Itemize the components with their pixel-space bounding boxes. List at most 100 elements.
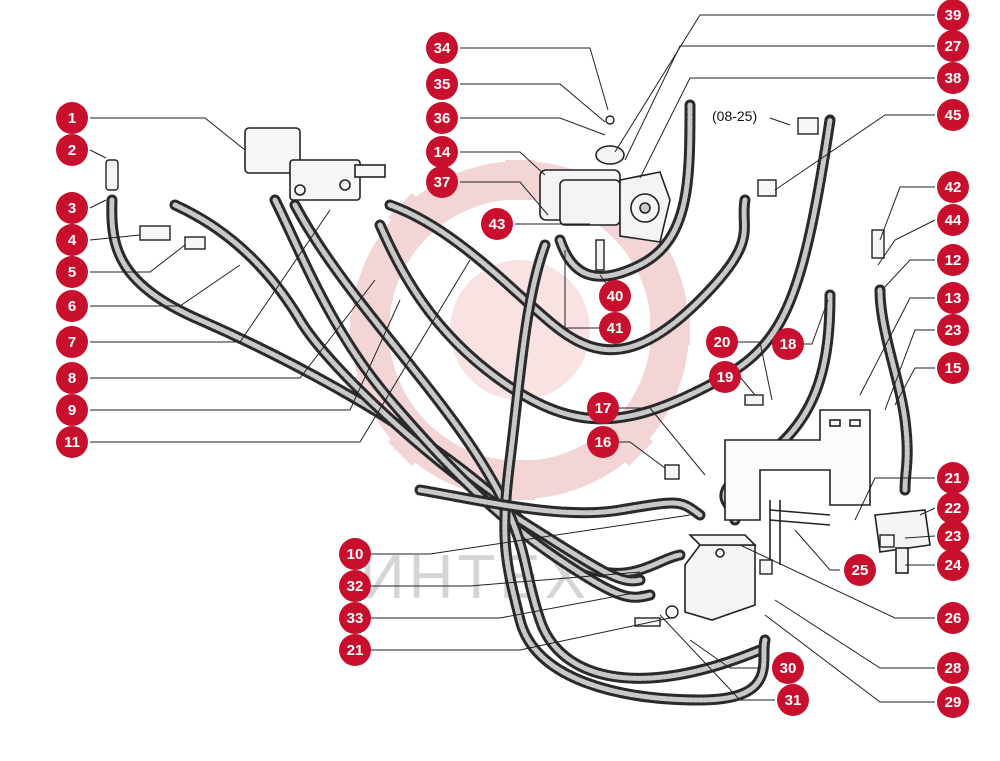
- callout-44: 44: [937, 204, 969, 236]
- callout-label: 2: [68, 142, 76, 159]
- callout-4: 4: [56, 224, 88, 256]
- hose-8: [272, 197, 653, 600]
- hose-9: [377, 117, 833, 422]
- hydraulic-pump: [539, 145, 671, 243]
- callout-2: 2: [56, 134, 88, 166]
- callout-31: 31: [777, 684, 809, 716]
- callout-11: 11: [56, 426, 88, 458]
- callout-30: 30: [772, 652, 804, 684]
- callout-42: 42: [937, 171, 969, 203]
- callout-label: 36: [434, 110, 451, 127]
- callout-label: 13: [945, 290, 962, 307]
- callout-18: 18: [772, 328, 804, 360]
- pipe-25: [769, 500, 831, 565]
- callout-label: 17: [595, 400, 612, 417]
- callout-41: 41: [599, 312, 631, 344]
- callout-9: 9: [56, 394, 88, 426]
- callout-20: 20: [706, 326, 738, 358]
- callout-label: 25: [852, 562, 869, 579]
- callout-label: 20: [714, 334, 731, 351]
- callout-43: 43: [481, 208, 513, 240]
- callout-label: 28: [945, 660, 962, 677]
- callout-36: 36: [426, 102, 458, 134]
- callout-label: 26: [945, 610, 962, 627]
- callout-12: 12: [937, 244, 969, 276]
- callout-23-upper: 23: [937, 314, 969, 346]
- callout-label: 15: [945, 360, 962, 377]
- callout-label: 31: [785, 692, 802, 709]
- callout-label: 12: [945, 252, 962, 269]
- callout-label: 30: [780, 660, 797, 677]
- callout-33: 33: [339, 602, 371, 634]
- callout-label: 11: [64, 434, 80, 451]
- callout-13: 13: [937, 282, 969, 314]
- callout-label: 35: [434, 76, 451, 93]
- callout-7: 7: [56, 326, 88, 358]
- fittings: [105, 115, 895, 627]
- distribution-block: [684, 534, 757, 621]
- callout-label: 7: [68, 334, 76, 351]
- callout-label: 34: [434, 40, 451, 57]
- callout-label: 4: [68, 232, 77, 249]
- callout-label: 9: [68, 402, 76, 419]
- callout-35: 35: [426, 68, 458, 100]
- hose-10b: [417, 487, 703, 518]
- callout-label: 5: [68, 264, 76, 281]
- callout-label: 40: [607, 288, 624, 305]
- callout-32: 32: [339, 570, 371, 602]
- callout-37: 37: [426, 166, 458, 198]
- callout-label: 6: [68, 298, 76, 315]
- callout-label: 24: [945, 557, 962, 574]
- callout-38: 38: [937, 62, 969, 94]
- callout-15: 15: [937, 352, 969, 384]
- callout-label: 14: [434, 144, 451, 161]
- callout-label: 43: [489, 216, 506, 233]
- callout-6: 6: [56, 290, 88, 322]
- callout-27: 27: [937, 30, 969, 62]
- revision-note: (08-25): [712, 108, 757, 124]
- callout-label: 23: [945, 528, 962, 545]
- callout-21-right: 21: [937, 462, 969, 494]
- control-valve-assembly: [244, 127, 386, 201]
- callout-39: 39: [937, 0, 969, 31]
- callout-17: 17: [587, 392, 619, 424]
- callout-24: 24: [937, 549, 969, 581]
- callout-label: 29: [945, 694, 962, 711]
- callout-5: 5: [56, 256, 88, 288]
- callout-45: 45: [937, 99, 969, 131]
- callout-8: 8: [56, 362, 88, 394]
- mounting-bracket: [724, 409, 871, 521]
- callout-label: 22: [945, 500, 962, 517]
- callout-19: 19: [709, 361, 741, 393]
- callout-label: 1: [68, 110, 76, 127]
- callout-40: 40: [599, 280, 631, 312]
- callout-label: 16: [595, 434, 612, 451]
- callout-25: 25: [844, 554, 876, 586]
- callout-label: 37: [434, 174, 451, 191]
- hose-group: [106, 99, 913, 706]
- callout-label: 21: [945, 470, 962, 487]
- callout-label: 33: [347, 610, 364, 627]
- callout-29: 29: [937, 686, 969, 718]
- callout-label: 19: [717, 369, 734, 386]
- hose-27: [557, 102, 693, 279]
- hose-11: [292, 202, 763, 681]
- callout-1: 1: [56, 102, 88, 134]
- callout-3: 3: [56, 192, 88, 224]
- callout-34: 34: [426, 32, 458, 64]
- callout-26: 26: [937, 602, 969, 634]
- callout-22: 22: [937, 492, 969, 524]
- leader-lines: [89, 14, 936, 703]
- callout-14: 14: [426, 136, 458, 168]
- callout-label: 38: [945, 70, 962, 87]
- callout-label: 23: [945, 322, 962, 339]
- callout-label: 21: [347, 642, 364, 659]
- hose-10: [387, 197, 748, 353]
- callout-28: 28: [937, 652, 969, 684]
- callout-label: 10: [347, 546, 364, 563]
- callout-label: 42: [945, 179, 962, 196]
- callout-16: 16: [587, 426, 619, 458]
- callout-markers: 1 2 3 4 5 6 7 8 9 11 34 35 36 14 37 43 4…: [56, 0, 969, 718]
- callout-label: 3: [68, 200, 76, 217]
